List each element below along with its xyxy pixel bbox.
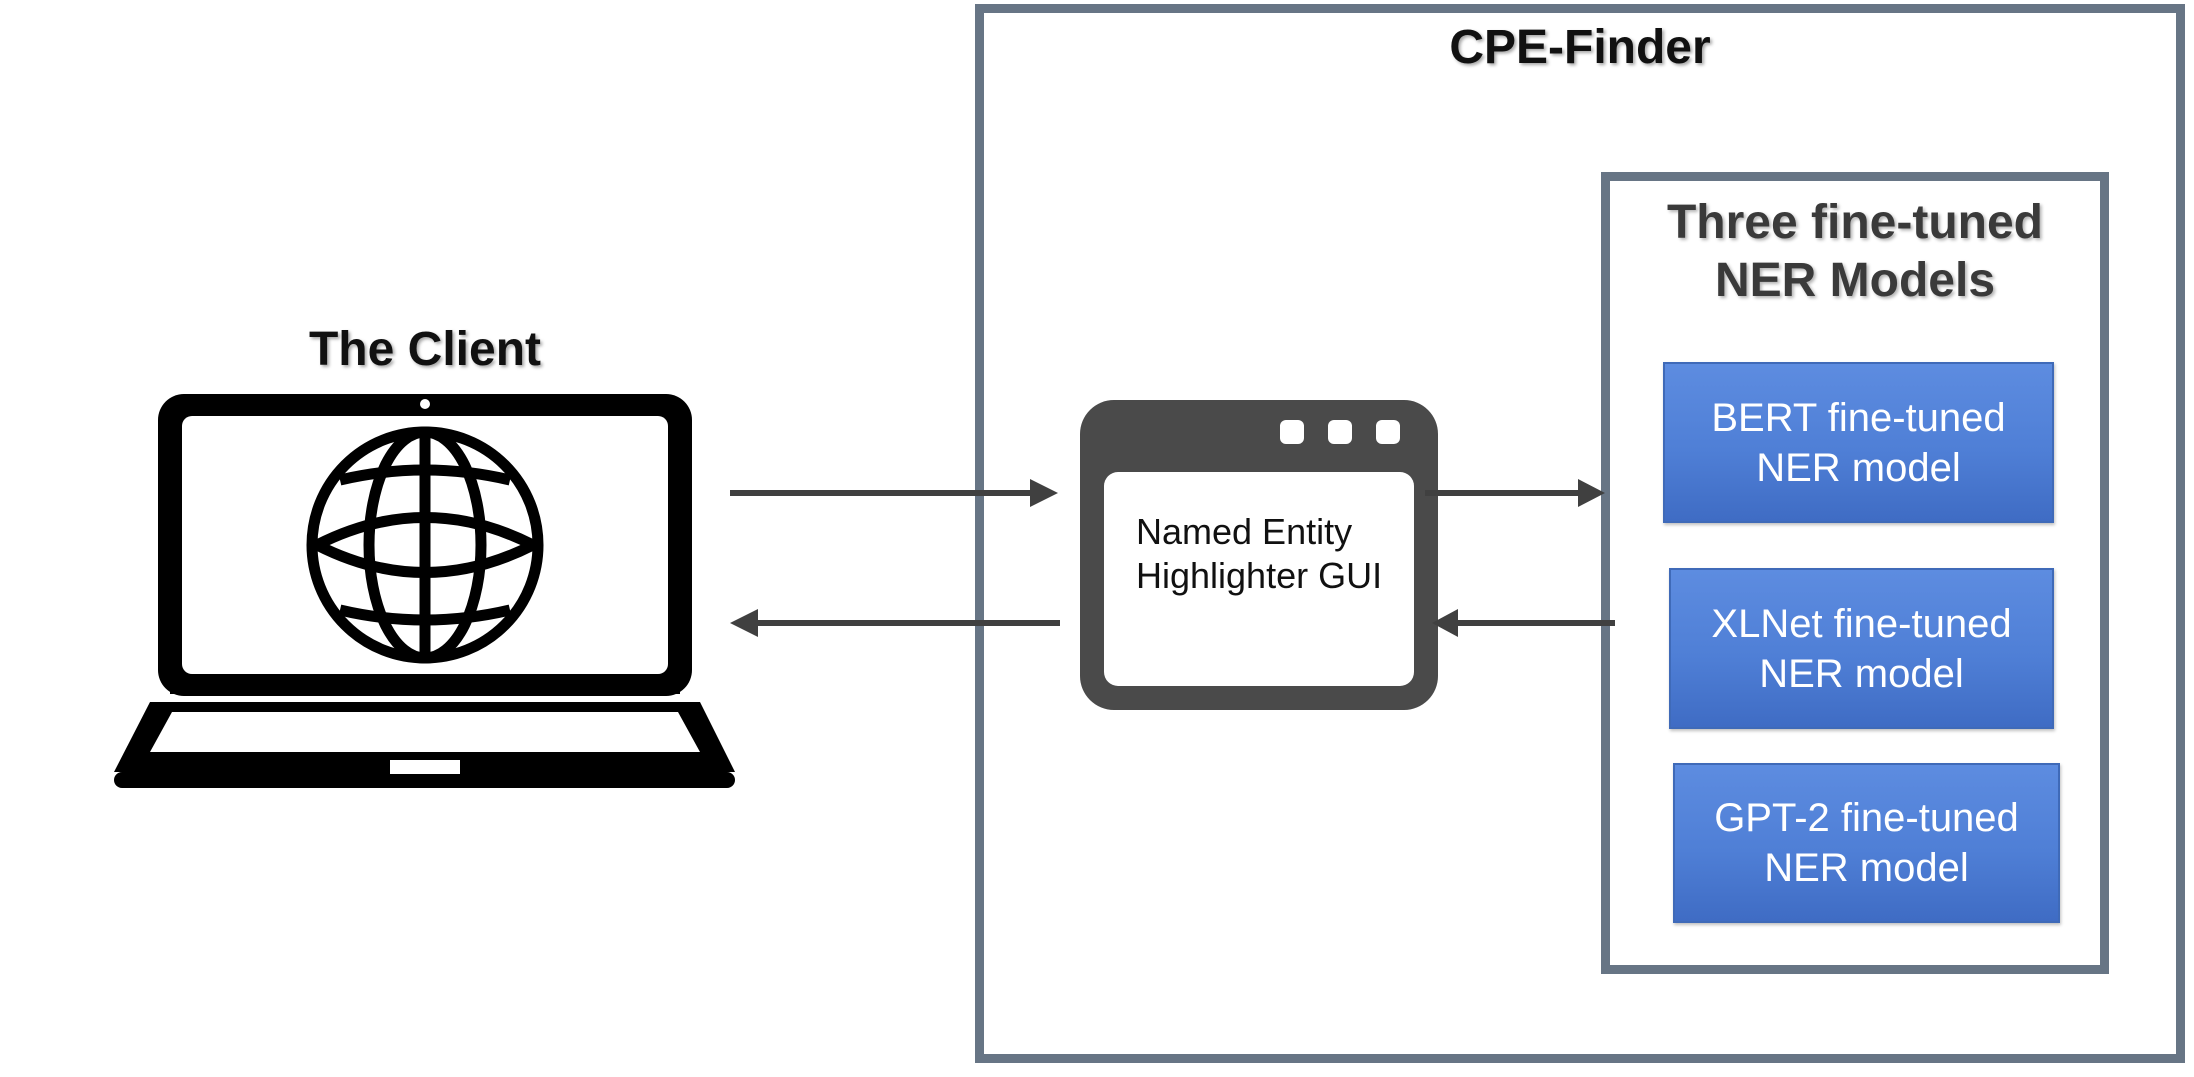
model-bert-line1: BERT fine-tuned [1711,395,2006,440]
model-box-gpt2: GPT-2 fine-tuned NER model [1673,763,2060,923]
cpe-finder-frame [975,4,2185,1063]
model-bert-line2: NER model [1756,445,1961,490]
ner-models-title: Three fine-tuned NER Models [1601,194,2109,310]
model-box-xlnet: XLNet fine-tuned NER model [1669,568,2054,729]
arrow-models-to-gui-head [1432,609,1458,637]
arrow-models-to-gui [1450,620,1615,626]
ner-models-title-line2: NER Models [1714,254,1996,307]
model-gpt2-line1: GPT-2 fine-tuned [1714,796,2019,840]
arrow-gui-to-client [752,620,1060,626]
arrow-gui-to-models-head [1578,479,1605,507]
ner-models-title-line1: Three fine-tuned [1666,196,2043,249]
gui-label-line2: Highlighter GUI [1136,555,1383,596]
ner-models-frame [1601,172,2109,974]
arrow-client-to-gui-head [1030,479,1058,507]
arrow-gui-to-models [1425,490,1585,496]
gui-label-line1: Named Entity [1136,511,1353,552]
arrow-gui-to-client-head [730,609,758,637]
browser-window-icon [1080,400,1438,710]
gui-label: Named Entity Highlighter GUI [1136,510,1416,598]
cpe-finder-title: CPE-Finder [1449,21,1711,74]
model-box-bert: BERT fine-tuned NER model [1663,362,2054,523]
client-title: The Client [308,323,541,376]
model-gpt2-line2: NER model [1764,846,1969,890]
model-xlnet-line2: NER model [1759,651,1964,696]
laptop-globe-icon [114,394,735,788]
arrow-client-to-gui [730,490,1035,496]
model-xlnet-line1: XLNet fine-tuned [1711,601,2012,646]
